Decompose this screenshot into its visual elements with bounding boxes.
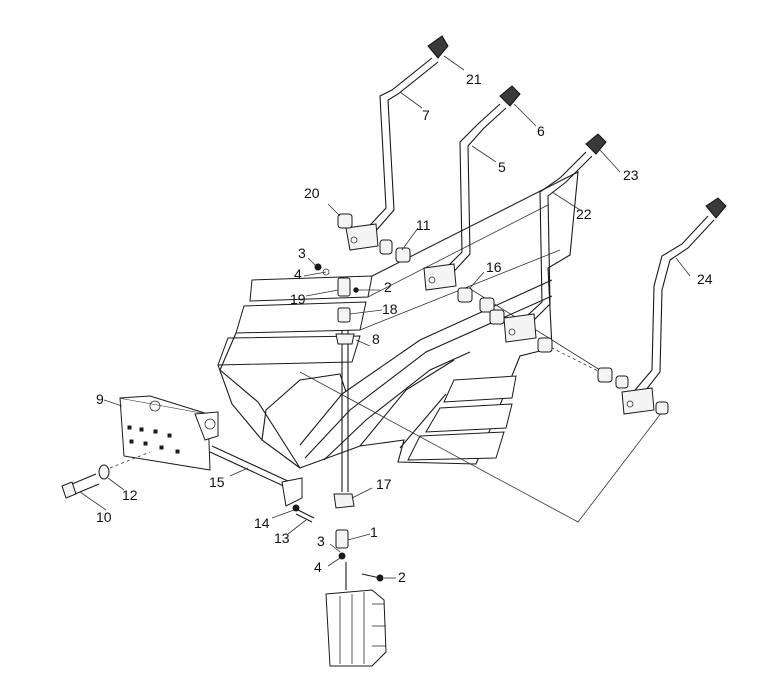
pin-3-upper — [314, 263, 322, 271]
callout-14: 14 — [254, 515, 270, 531]
callout-labels: 21 7 6 5 23 22 24 20 11 16 3 4 2 19 18 8… — [96, 71, 713, 585]
bolt-13 — [292, 504, 315, 523]
callout-6: 6 — [537, 123, 545, 139]
clevis-18 — [337, 307, 351, 323]
callout-11: 11 — [416, 217, 431, 233]
bushings — [337, 213, 669, 415]
callout-15: 15 — [209, 474, 225, 490]
lever-24 — [621, 197, 727, 415]
rod-8 — [333, 277, 355, 590]
bolt-10 — [61, 473, 100, 499]
callout-5: 5 — [498, 159, 506, 175]
valve-block — [325, 589, 387, 667]
bracket-9 — [119, 395, 219, 471]
callout-9: 9 — [96, 391, 104, 407]
callout-1: 1 — [370, 524, 378, 540]
callout-4-lower: 4 — [314, 559, 322, 575]
nut-17 — [333, 493, 355, 509]
callout-18: 18 — [382, 301, 398, 317]
leader-lines — [79, 55, 691, 579]
callout-20: 20 — [304, 185, 320, 201]
callout-23: 23 — [623, 167, 639, 183]
callout-2-lower: 2 — [398, 569, 406, 585]
callout-22: 22 — [576, 206, 592, 222]
callout-24: 24 — [697, 271, 713, 287]
knob-23 — [585, 133, 607, 155]
callout-17: 17 — [376, 476, 392, 492]
lever-22 — [503, 151, 593, 343]
link-15 — [209, 445, 303, 507]
callout-3-upper: 3 — [298, 245, 306, 261]
callout-19: 19 — [290, 291, 306, 307]
callout-8: 8 — [372, 331, 380, 347]
bushing-20 — [337, 213, 353, 229]
clevis-19 — [337, 277, 351, 297]
callout-7: 7 — [422, 107, 430, 123]
callout-4-upper: 4 — [294, 266, 302, 282]
callout-21: 21 — [466, 71, 482, 87]
bushing-11 — [395, 247, 411, 263]
callout-10: 10 — [96, 509, 112, 525]
fasteners — [314, 263, 384, 582]
callout-2-upper: 2 — [384, 279, 392, 295]
panel-housing — [217, 171, 579, 469]
callout-12: 12 — [122, 487, 138, 503]
callout-16: 16 — [486, 259, 502, 275]
washer-12 — [98, 464, 110, 480]
callout-13: 13 — [274, 530, 290, 546]
knob-21 — [427, 35, 449, 59]
lever-7 — [345, 57, 439, 251]
bushing-16 — [457, 287, 473, 303]
clevis-1 — [335, 529, 349, 549]
lever-5 — [423, 103, 507, 291]
callout-3-lower: 3 — [317, 533, 325, 549]
bolt-axis — [109, 451, 151, 469]
knob-6 — [499, 85, 521, 107]
